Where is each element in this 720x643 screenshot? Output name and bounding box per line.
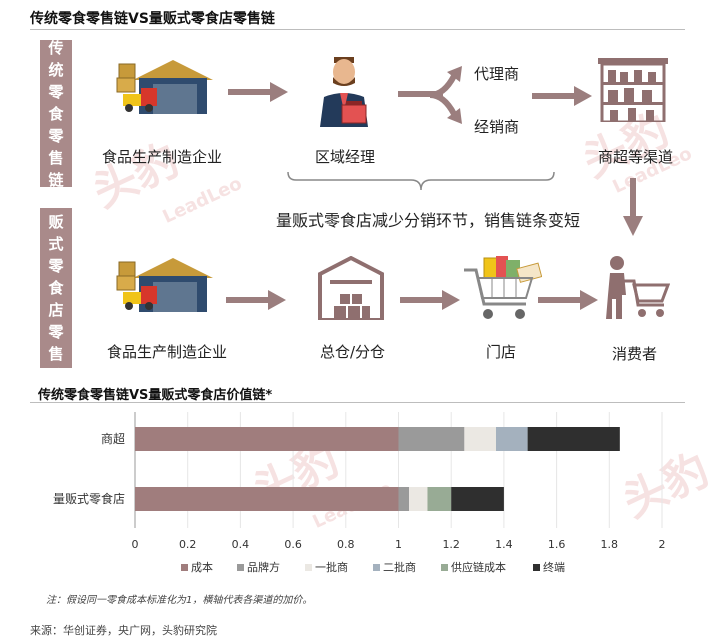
source-text: 来源：华创证券，央广网，头豹研究院: [30, 624, 217, 637]
x-tick-label: 2: [659, 538, 666, 551]
channel-label: 商超等渠道: [598, 148, 674, 166]
title-divider: [30, 29, 685, 30]
shopping-cart-icon: [464, 256, 542, 319]
bar-segment-终端: [451, 487, 504, 511]
x-tick-label: 0.6: [284, 538, 302, 551]
store-label: 门店: [486, 343, 517, 361]
arrow-icon: [228, 82, 288, 102]
legend-swatch: [181, 564, 188, 571]
arrow-icon: [538, 290, 598, 310]
shelf-icon: [598, 58, 668, 122]
arrow-icon: [226, 290, 286, 310]
x-tick-label: 1.8: [601, 538, 619, 551]
chart-title: 传统零食零售链VS量贩式零食店价值链*: [38, 388, 273, 403]
page-title: 传统零食零售链VS量贩式零食店零售链: [30, 11, 275, 27]
bar-segment-成本: [135, 427, 399, 451]
chart-title-divider: [30, 402, 685, 403]
legend-label: 二批商: [383, 560, 416, 574]
consumer-cart-icon: [606, 256, 670, 319]
agent-label: 代理商: [474, 65, 520, 83]
x-tick-label: 0.4: [232, 538, 250, 551]
legend-label: 成本: [191, 560, 213, 574]
chart-note: 注：假设同一零食成本标准化为1，横轴代表各渠道的加价。: [46, 595, 313, 606]
category-label: 商超: [101, 431, 125, 446]
bar-segment-一批商: [409, 487, 428, 511]
x-tick-label: 0.8: [337, 538, 355, 551]
legend-label: 供应链成本: [451, 560, 506, 574]
traditional-chain-label: 传统零食零售链: [40, 39, 72, 189]
manager-icon: [320, 57, 368, 127]
legend-label: 终端: [543, 560, 565, 574]
traditional-manufacturer-label: 食品生产制造企业: [102, 148, 223, 166]
legend-swatch: [373, 564, 380, 571]
bulk-manufacturer-label: 食品生产制造企业: [107, 343, 228, 361]
x-tick-label: 1.2: [442, 538, 460, 551]
consumer-label: 消费者: [612, 345, 658, 363]
warehouse-icon: [318, 256, 384, 320]
bulk-chain-label: 量贩式零食店零售链: [40, 191, 72, 385]
fork-arrow-icon: [430, 66, 462, 124]
legend-label: 品牌方: [247, 560, 280, 574]
bar-segment-品牌方: [398, 427, 465, 451]
x-tick-label: 1: [395, 538, 402, 551]
brace-icon: [287, 171, 555, 191]
x-tick-label: 0.2: [179, 538, 197, 551]
bar-segment-供应链成本: [427, 487, 452, 511]
bar-segment-品牌方: [398, 487, 410, 511]
arrow-icon: [400, 290, 460, 310]
legend-swatch: [237, 564, 244, 571]
factory-icon: [116, 60, 213, 114]
bar-segment-二批商: [495, 427, 528, 451]
legend-swatch: [441, 564, 448, 571]
summary-text: 量贩式零食店减少分销环节，销售链条变短: [276, 211, 581, 230]
distributor-label: 经销商: [474, 118, 520, 136]
arrow-icon: [532, 86, 592, 106]
factory-icon: [116, 258, 213, 312]
bar-segment-终端: [527, 427, 620, 451]
legend-label: 一批商: [315, 560, 348, 574]
x-tick-label: 1.4: [495, 538, 513, 551]
manager-label: 区域经理: [315, 148, 376, 166]
arrow-icon: [398, 91, 443, 97]
category-label: 量贩式零食店: [53, 491, 125, 506]
legend-swatch: [533, 564, 540, 571]
bar-segment-成本: [135, 487, 399, 511]
x-tick-label: 0: [132, 538, 139, 551]
bar-segment-一批商: [464, 427, 496, 451]
down-arrow-icon: [623, 178, 643, 236]
legend-swatch: [305, 564, 312, 571]
warehouse-label: 总仓/分仓: [320, 343, 386, 361]
x-tick-label: 1.6: [548, 538, 566, 551]
